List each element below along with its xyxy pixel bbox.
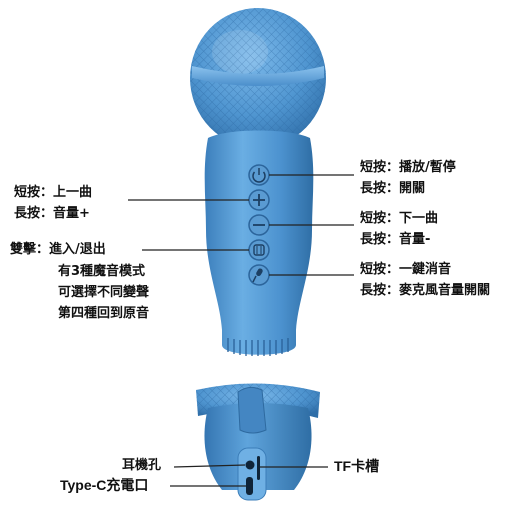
bottom-view [196, 383, 320, 501]
typec-port[interactable] [246, 477, 253, 495]
minus-short-label: 短按：下一曲 [360, 211, 439, 226]
mode-button[interactable] [248, 239, 270, 261]
plus-short-label: 短按：上一曲 [14, 185, 93, 200]
tf-card-slot[interactable] [257, 456, 260, 480]
leader-earphone [173, 464, 246, 468]
earphone-jack[interactable] [245, 460, 255, 470]
minus-button[interactable] [248, 214, 270, 236]
mode-desc-line-3: 第四種回到原音 [58, 306, 150, 321]
mode-double-label: 雙擊：進入/退出 [10, 242, 106, 257]
power-button[interactable] [248, 164, 270, 186]
mic-mute-button[interactable] [248, 264, 270, 286]
earphone-label: 耳機孔 [122, 458, 162, 473]
mic-long-label: 長按：麥克風音量開關 [360, 283, 491, 298]
power-short-label: 短按：播放/暫停 [360, 160, 456, 175]
tf-label: TF卡槽 [334, 458, 380, 474]
ring-band [192, 66, 324, 86]
plus-button[interactable] [248, 189, 270, 211]
typec-label: Type-C充電口 [60, 477, 149, 493]
mode-desc-line-2: 可選擇不同變聲 [58, 285, 150, 300]
mic-short-label: 短按：一鍵消音 [360, 262, 452, 277]
plus-long-label: 長按：音量+ [14, 206, 90, 221]
mode-desc-line-1: 有3種魔音模式 [58, 264, 146, 279]
power-long-label: 長按：開關 [360, 181, 426, 196]
minus-long-label: 長按：音量- [360, 232, 431, 247]
